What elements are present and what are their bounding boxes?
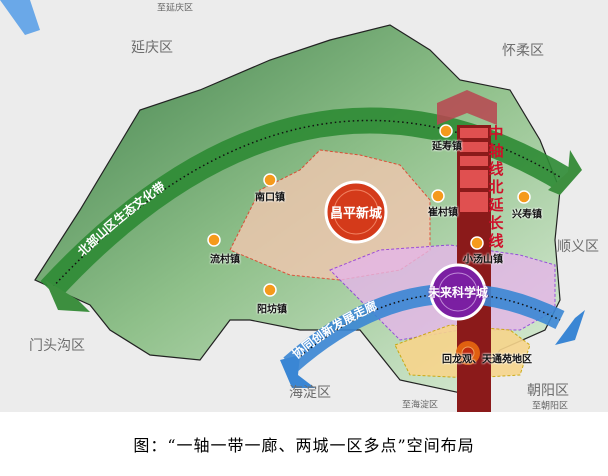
new-city-circle xyxy=(324,180,388,244)
label-huilongguan: 回龙观、天通苑地区 xyxy=(442,354,532,366)
label-chaoyang: 朝阳区 xyxy=(527,383,569,399)
town-dots xyxy=(207,124,531,297)
new-city-ring xyxy=(333,189,379,235)
town-xiaotangshan: 小汤山镇 xyxy=(463,254,503,266)
label-yanqing: 延庆区 xyxy=(131,40,173,56)
label-new-city: 昌平新城 xyxy=(329,206,383,222)
town-cuicun: 崔村镇 xyxy=(428,207,458,219)
label-to-haidian: 至海淀区 xyxy=(401,400,439,411)
label-science-city: 未来科学城 xyxy=(427,285,489,300)
label-to-chaoyang: 至朝阳区 xyxy=(531,401,569,412)
science-city-ring xyxy=(438,272,478,312)
label-haidian: 海淀区 xyxy=(289,385,331,401)
blue-band-arrow-left xyxy=(280,355,315,388)
town-liucun: 流村镇 xyxy=(210,254,240,266)
figure-caption: 图：“一轴一带一廊、两城一区多点”空间布局 xyxy=(133,436,475,455)
label-huairou: 怀柔区 xyxy=(502,43,544,59)
blue-band-arrow-right xyxy=(555,310,585,345)
town-yanshou: 延寿镇 xyxy=(432,141,462,153)
axis-chevron-up xyxy=(437,90,497,125)
label-central-axis: 中轴线北延长线 xyxy=(488,124,504,250)
town-nankou: 南口镇 xyxy=(255,192,285,204)
green-band-arrow-right xyxy=(548,150,582,195)
reservoir xyxy=(0,0,40,35)
label-to-yanqing: 至延庆区 xyxy=(156,3,194,14)
town-xingshou: 兴寿镇 xyxy=(512,209,542,221)
label-shunyi: 顺义区 xyxy=(557,239,599,255)
axis-segments xyxy=(460,128,488,212)
huilongguan-core xyxy=(461,346,475,360)
green-band-arrow-left xyxy=(45,280,90,312)
town-yangfang: 阳坊镇 xyxy=(257,304,287,316)
label-mentougou: 门头沟区 xyxy=(29,338,85,354)
